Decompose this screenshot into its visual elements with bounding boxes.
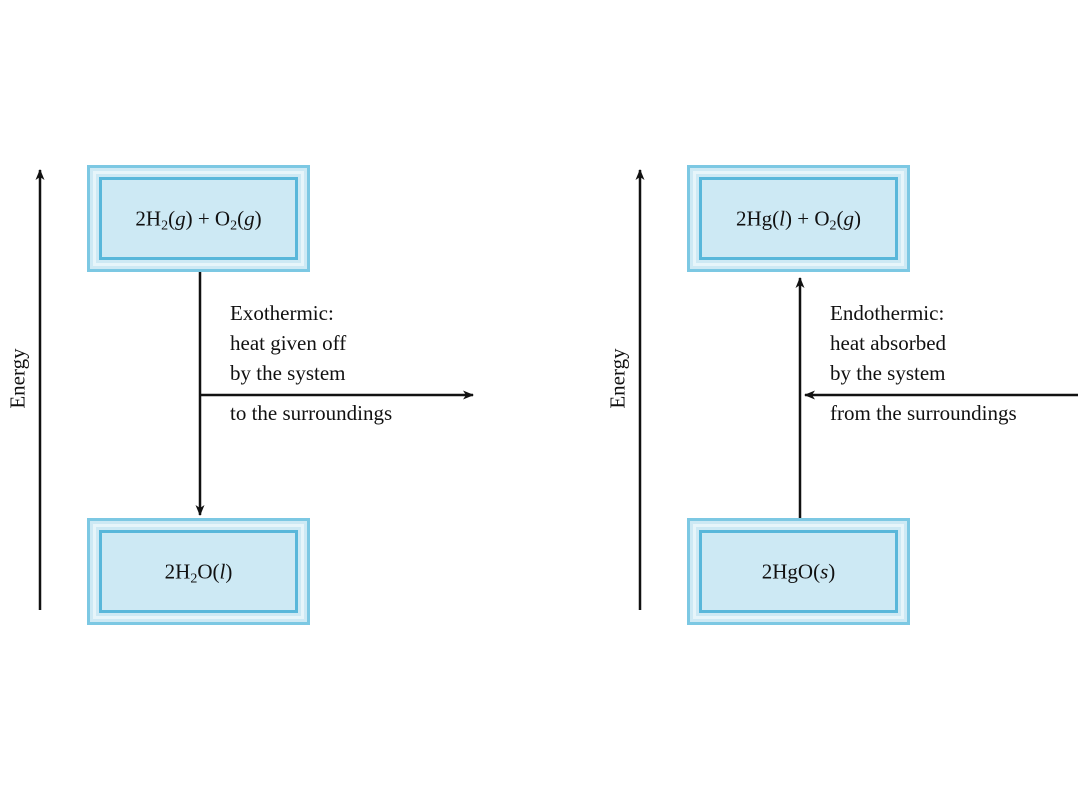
left-process-line: Exothermic: <box>230 301 334 325</box>
left-reactants-formula: 2H2(g) + O2(g) <box>135 206 262 233</box>
left-reactants-box: 2H2(g) + O2(g) <box>87 165 310 272</box>
right-reactants-box: 2HgO(s) <box>687 518 910 625</box>
right-process-line: heat absorbed <box>830 331 947 355</box>
right-reactants-formula: 2HgO(s) <box>761 559 836 583</box>
left-process-line: by the system <box>230 361 346 385</box>
left-process-description: Exothermic: heat given off by the system <box>230 298 346 388</box>
right-products-box: 2Hg(l) + O2(g) <box>687 165 910 272</box>
left-surroundings-text: to the surroundings <box>230 401 393 425</box>
right-products-formula: 2Hg(l) + O2(g) <box>735 206 862 233</box>
right-process-line: by the system <box>830 361 946 385</box>
left-axis-label: Energy <box>5 348 30 409</box>
left-products-formula: 2H2O(l) <box>164 559 233 586</box>
right-process-description: Endothermic: heat absorbed by the system <box>830 298 946 388</box>
left-process-line: heat given off <box>230 331 347 355</box>
right-surroundings-text: from the surroundings <box>830 401 1017 425</box>
right-process-line: Endothermic: <box>830 301 945 325</box>
right-axis-label: Energy <box>605 348 630 409</box>
left-products-box: 2H2O(l) <box>87 518 310 625</box>
